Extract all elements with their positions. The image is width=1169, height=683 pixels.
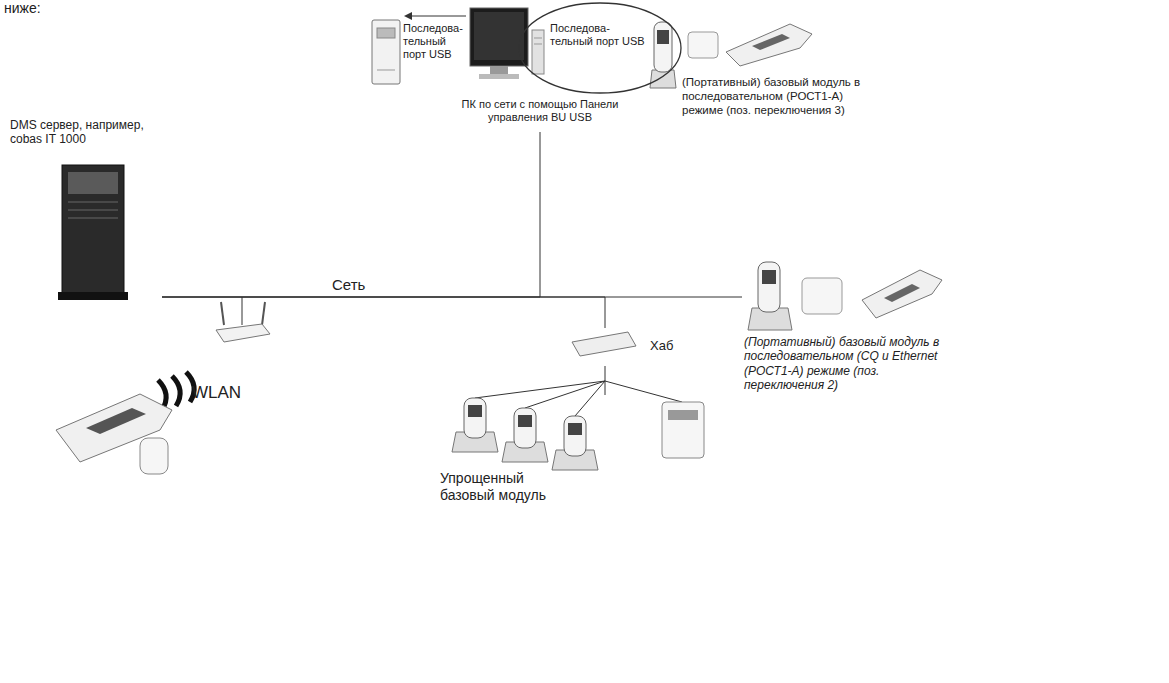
usb-arrow [404,12,466,20]
pc-group: ПК по сети с помощью Панели управления B… [420,98,660,132]
server-group: DMS сервер, например, cobas IT 1000 [8,118,162,300]
wlan-waves-part [172,376,180,406]
portable-base-unit-part [688,32,718,58]
simplified-base-units-part [662,402,704,458]
port-label: Последова- тельный порт USB [403,22,467,62]
network-line [162,297,605,328]
portable-base-unit-ethernet-part [862,270,942,318]
wireless-handheld [56,394,172,474]
dms-server-part [68,210,118,211]
cradle-handheld-part [650,70,676,88]
pc-tower [532,30,544,74]
hub-fan-wires-part [605,381,682,402]
simplified-base-units-part [518,415,532,427]
simplified-base-units-part [468,405,482,417]
portable-base-unit [688,24,812,66]
pc-monitor-part [479,74,519,79]
base-unit-group: (Портативный) базовый модуль в последова… [680,20,905,125]
device-caption: Упрощенный базовый модуль [440,470,570,504]
page-fragment: ниже: [4,0,84,17]
dms-server-part [68,202,118,203]
wlan-access-point [216,297,270,342]
usb-arrow-part [410,16,466,17]
wlan-access-point-part [242,297,243,325]
usb-port-ellipse: Последова- тельный порт USB [518,2,682,94]
network-hub [572,332,636,356]
hub-fan-wires [475,381,682,416]
wlan-label: WLAN [192,383,262,403]
pc-monitor-part [490,66,508,74]
usb-base-unit-part [372,20,400,84]
wireless-handheld-part [86,408,146,434]
simplified-unit-group: Упрощенный базовый модуль [440,395,720,512]
simplified-base-units-part [564,416,586,456]
simplified-base-units-part [668,410,698,420]
wlan-access-point-part [262,302,265,325]
simplified-base-units-part [514,408,536,448]
dms-server-part [68,218,118,219]
device-caption: Хаб [650,338,695,354]
hub-fan-wires-part [475,381,605,398]
wireless-handheld-part [140,438,168,474]
cradle-handheld-part [657,30,669,44]
pc-monitor-part [470,8,528,66]
network-line [605,366,606,395]
device-caption: (Портативный) базовый модуль в последова… [682,76,874,117]
portable-base-unit-ethernet-part [884,284,920,302]
hub-group: Хаб [565,328,700,366]
pc-tower-part [534,38,542,39]
portable-base-unit-ethernet-part [802,278,842,314]
port-label: Последова- тельный порт USB [550,22,646,48]
pc-monitor-part [474,12,524,60]
dms-server-part [58,292,128,300]
usb-base-unit [372,20,400,84]
network-label: Сеть [330,276,367,294]
pc-tower-part [534,44,542,45]
portable-base-unit-part [726,24,812,66]
network-line [162,132,540,297]
network-hub-part [572,332,636,356]
base-unit-group: (Портативный) базовый модуль в последова… [742,255,1000,395]
portable-base-unit-ethernet [748,262,942,330]
portable-base-unit-ethernet-part [762,270,776,284]
portable-base-unit-part [752,34,790,50]
device-caption: DMS сервер, например, cobas IT 1000 [10,118,160,147]
usb-base-unit-part [377,28,395,38]
dms-server-part [62,165,124,293]
wlan-access-point-part [216,324,270,342]
simplified-base-units-part [464,398,486,438]
usb-arrow-part [404,12,412,20]
cradle-handheld [650,22,676,88]
device-caption: ПК по сети с помощью Панели управления B… [440,98,640,124]
dms-server-part [68,172,118,194]
usb-base-unit-part [377,70,395,71]
hub-fan-wires-part [575,381,605,416]
wlan-access-point-part [221,302,224,325]
device-caption: (Портативный) базовый модуль в последова… [744,335,949,393]
simplified-base-units [452,398,704,470]
ellipse-outline [518,2,682,94]
dms-server [58,165,128,300]
wlan-waves [158,372,194,410]
simplified-base-units-part [568,423,582,435]
portable-base-unit-ethernet-part [758,262,780,312]
pc-tower-part [532,30,544,74]
cradle-handheld-part [654,22,672,72]
ellipse-outline-path [519,3,681,93]
